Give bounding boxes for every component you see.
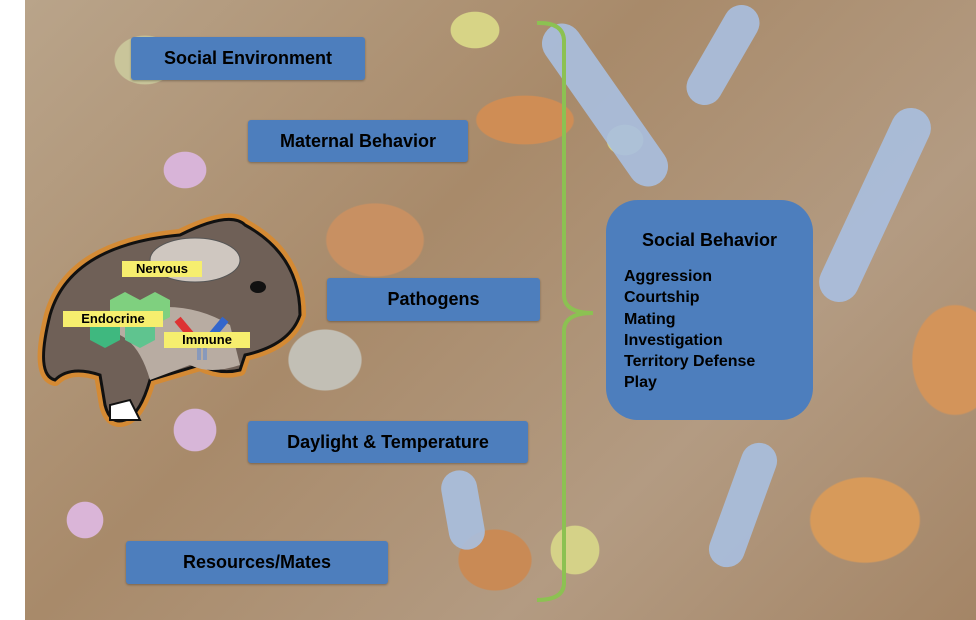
behavior-list: Aggression Courtship Mating Investigatio…: [624, 266, 755, 394]
factor-label: Resources/Mates: [182, 552, 332, 572]
factor-maternal-behavior: Maternal Behavior: [248, 120, 468, 162]
factor-pathogens: Pathogens: [327, 278, 540, 321]
behavior-item: Investigation: [624, 331, 723, 349]
social-behavior-box: Social Behavior Aggression Courtship Mat…: [606, 200, 813, 420]
factor-social-environment: Social Environment: [131, 37, 365, 80]
curly-brace: [536, 20, 594, 602]
immune-label: Immune: [164, 332, 250, 348]
background-micrograph: Social Environment Maternal Behavior Pat…: [25, 0, 976, 620]
behavior-item: Aggression: [624, 268, 713, 285]
factor-label: Daylight & Temperature: [287, 431, 489, 452]
factor-label: Social Environment: [163, 48, 333, 68]
factor-resources-mates: Resources/Mates: [126, 541, 388, 584]
nervous-label: Nervous: [122, 261, 202, 277]
social-behavior-title: Social Behavior: [641, 230, 778, 250]
factor-label: Maternal Behavior: [279, 130, 437, 151]
behavior-item: Territory Defense: [624, 353, 756, 371]
endocrine-label: Endocrine: [63, 311, 163, 327]
behavior-item: Mating: [624, 310, 676, 328]
factor-label: Pathogens: [387, 289, 480, 309]
behavior-item: Play: [624, 374, 657, 392]
behavior-item: Courtship: [624, 289, 700, 307]
factor-daylight-temperature: Daylight & Temperature: [248, 421, 528, 463]
